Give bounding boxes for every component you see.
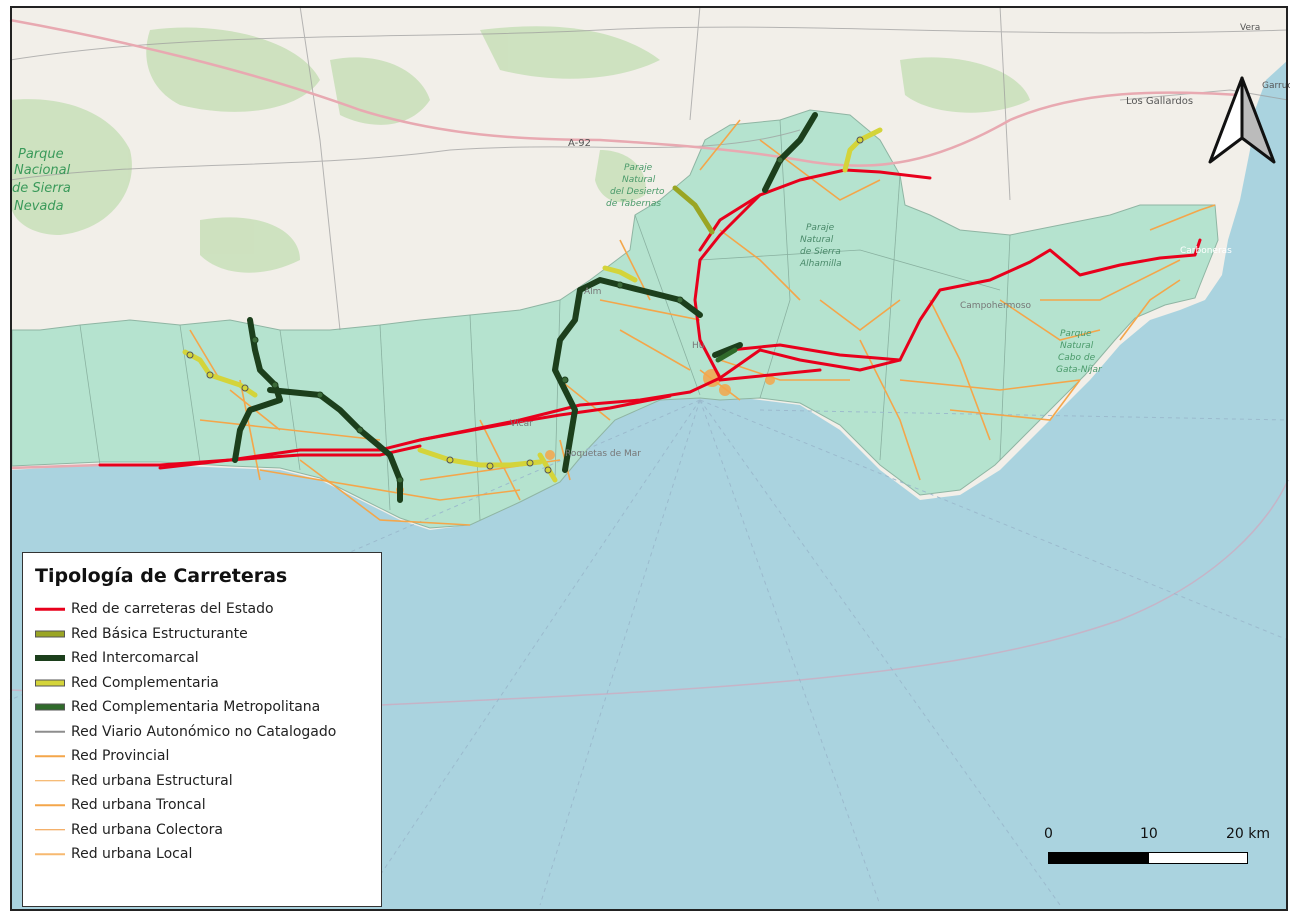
legend-label: Red Complementaria Metropolitana bbox=[71, 699, 321, 716]
legend-label: Red Intercomarcal bbox=[71, 650, 199, 667]
legend-item: Red urbana Local bbox=[35, 842, 371, 867]
legend-item: Red urbana Troncal bbox=[35, 793, 371, 818]
orange-roads bbox=[189, 119, 1216, 526]
svg-text:Natural: Natural bbox=[1060, 341, 1094, 351]
legend-label: Red de carreteras del Estado bbox=[71, 601, 274, 618]
label-campohermoso: Campohermoso bbox=[960, 301, 1032, 311]
legend-item: Red de carreteras del Estado bbox=[35, 597, 371, 622]
svg-text:Paraje: Paraje bbox=[806, 223, 835, 233]
legend-item: Red Intercomarcal bbox=[35, 646, 371, 671]
legend-label: Red urbana Estructural bbox=[71, 772, 233, 789]
legend-label: Red Viario Autonómico no Catalogado bbox=[71, 723, 337, 740]
legend-label: Red Provincial bbox=[71, 748, 170, 765]
label-roquetas: Roquetas de Mar bbox=[565, 449, 641, 459]
svg-text:Natural: Natural bbox=[800, 235, 834, 245]
scale-bar: 0 10 20 km bbox=[1040, 826, 1280, 876]
scale-bar-black bbox=[1048, 852, 1148, 864]
label-vera: Vera bbox=[1240, 23, 1260, 33]
municipal-boundaries bbox=[79, 119, 1011, 521]
label-garrucha: Garrucha bbox=[1262, 81, 1290, 91]
svg-text:Nacional: Nacional bbox=[14, 163, 71, 178]
legend-swatch bbox=[35, 728, 65, 736]
complementaria-metropolitana-roads bbox=[715, 347, 738, 363]
legend-swatch bbox=[35, 752, 65, 760]
svg-text:de Sierra: de Sierra bbox=[800, 247, 841, 257]
legend-swatch bbox=[35, 703, 65, 711]
svg-text:Parque: Parque bbox=[18, 147, 64, 162]
intercomarcal-dots bbox=[251, 156, 784, 484]
label-carboneras: Carboneras bbox=[1180, 246, 1232, 256]
legend-item: Red urbana Estructural bbox=[35, 769, 371, 794]
scale-label-10: 10 bbox=[1140, 826, 1158, 842]
legend-item: Red Básica Estructurante bbox=[35, 622, 371, 647]
legend-item: Red Complementaria Metropolitana bbox=[35, 695, 371, 720]
svg-text:Paraje: Paraje bbox=[624, 163, 653, 173]
legend-item: Red Provincial bbox=[35, 744, 371, 769]
legend-swatch bbox=[35, 826, 65, 834]
label-los-gallardos: Los Gallardos bbox=[1126, 96, 1193, 107]
svg-text:Natural: Natural bbox=[622, 175, 656, 185]
svg-text:Parque: Parque bbox=[1060, 329, 1092, 339]
scale-label-20: 20 km bbox=[1226, 826, 1271, 842]
legend-label: Red urbana Colectora bbox=[71, 821, 223, 838]
complementaria-dots bbox=[186, 136, 864, 474]
legend-swatch bbox=[35, 630, 65, 638]
label-vicar: Vícar bbox=[510, 419, 533, 429]
road-shield-a92: A-92 bbox=[568, 138, 591, 149]
legend: Tipología de Carreteras Red de carretera… bbox=[22, 552, 382, 907]
scale-bar-white bbox=[1148, 852, 1248, 864]
legend-item: Red urbana Colectora bbox=[35, 818, 371, 843]
legend-label: Red urbana Troncal bbox=[71, 797, 206, 814]
estado-roads bbox=[98, 168, 1202, 470]
legend-swatch bbox=[35, 605, 65, 613]
svg-text:Nevada: Nevada bbox=[14, 199, 64, 214]
north-arrow bbox=[1204, 74, 1280, 166]
forest-areas bbox=[10, 26, 1030, 273]
north-arrow-icon bbox=[1208, 76, 1276, 164]
study-area bbox=[11, 109, 1219, 529]
svg-text:Alhamilla: Alhamilla bbox=[799, 259, 842, 269]
legend-swatch bbox=[35, 777, 65, 785]
basica-roads bbox=[672, 185, 715, 235]
legend-label: Red urbana Local bbox=[71, 846, 193, 863]
svg-text:Gata-Níjar: Gata-Níjar bbox=[1056, 365, 1103, 375]
label-almeria: Alm bbox=[584, 287, 601, 297]
legend-swatch bbox=[35, 654, 65, 662]
svg-text:del Desierto: del Desierto bbox=[610, 187, 665, 197]
background-highways bbox=[9, 18, 1241, 470]
label-huercal: Hu bbox=[692, 341, 704, 351]
legend-label: Red Básica Estructurante bbox=[71, 625, 248, 642]
svg-text:de Sierra: de Sierra bbox=[12, 181, 71, 196]
legend-swatch bbox=[35, 679, 65, 687]
legend-item: Red Complementaria bbox=[35, 671, 371, 696]
legend-label: Red Complementaria bbox=[71, 674, 219, 691]
legend-title: Tipología de Carreteras bbox=[35, 565, 288, 587]
scale-label-0: 0 bbox=[1044, 826, 1053, 842]
legend-swatch bbox=[35, 801, 65, 809]
svg-text:de Tabernas: de Tabernas bbox=[606, 199, 661, 209]
legend-item: Red Viario Autonómico no Catalogado bbox=[35, 720, 371, 745]
legend-swatch bbox=[35, 850, 65, 858]
svg-text:Cabo de: Cabo de bbox=[1058, 353, 1096, 363]
